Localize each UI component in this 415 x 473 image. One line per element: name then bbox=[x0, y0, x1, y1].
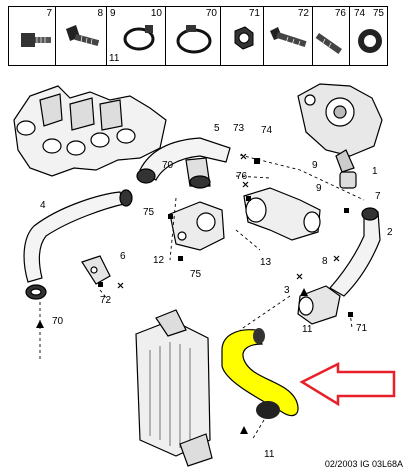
part-number: 8 bbox=[97, 8, 103, 19]
hose-clamp-large-icon bbox=[176, 25, 212, 54]
part-number: 11 bbox=[109, 53, 120, 64]
highlighted-hose-11 bbox=[221, 328, 299, 419]
part-cell-8: 8 bbox=[55, 6, 107, 66]
part-number: 10 bbox=[150, 8, 162, 19]
callout-12: 12 bbox=[153, 255, 165, 266]
part-number: 76 bbox=[334, 8, 346, 19]
throttle-body-12 bbox=[169, 201, 225, 251]
parts-strip: 7 8 10 9 11 bbox=[8, 6, 388, 68]
callout-1: 1 bbox=[372, 166, 378, 177]
part-number: 72 bbox=[297, 8, 309, 19]
part-cell-72: 72 bbox=[263, 6, 313, 66]
gasket-ring-icon bbox=[358, 29, 382, 53]
callout-4: 4 bbox=[40, 200, 46, 211]
callout-11b: 11 bbox=[264, 449, 275, 460]
part-cell-9-10-11: 10 9 11 bbox=[106, 6, 166, 66]
sleeve-1 bbox=[339, 171, 357, 189]
callout-7: 7 bbox=[375, 191, 381, 202]
screw-stud-icon bbox=[21, 33, 51, 47]
callout-13: 13 bbox=[260, 257, 272, 268]
hose-4 bbox=[23, 189, 133, 300]
intercooler bbox=[135, 309, 213, 467]
callout-71: 71 bbox=[356, 323, 368, 334]
callout-8: 8 bbox=[322, 256, 328, 267]
cross-markers bbox=[117, 153, 340, 289]
callout-70b: 70 bbox=[52, 316, 64, 327]
fastener-markers bbox=[36, 158, 353, 434]
long-bolt-icon bbox=[270, 27, 307, 48]
callout-73: 73 bbox=[233, 123, 245, 134]
callout-6: 6 bbox=[120, 251, 126, 262]
hose-clamp-icon bbox=[123, 25, 155, 51]
callout-76: 76 bbox=[236, 171, 248, 182]
callout-75a: 75 bbox=[143, 207, 155, 218]
turbocharger bbox=[297, 83, 383, 173]
flange-bolt-icon bbox=[66, 25, 100, 47]
pipe-2 bbox=[329, 207, 381, 297]
part-number: 71 bbox=[248, 8, 260, 19]
part-number: 75 bbox=[372, 8, 384, 19]
callout-9: 9 bbox=[312, 160, 318, 171]
hose-5 bbox=[136, 137, 231, 189]
intake-manifold bbox=[13, 85, 167, 177]
callout-74: 74 bbox=[261, 125, 273, 136]
part-number: 70 bbox=[205, 8, 217, 19]
connector-3 bbox=[297, 285, 341, 325]
callout-70a: 70 bbox=[162, 160, 174, 171]
indicator-arrow bbox=[299, 361, 396, 407]
part-number: 74 bbox=[354, 8, 366, 19]
part-cell-74-75: 74 75 bbox=[349, 6, 388, 66]
callout-2: 2 bbox=[387, 227, 393, 238]
callout-3: 3 bbox=[284, 285, 290, 296]
callout-75b: 75 bbox=[190, 269, 202, 280]
part-number: 7 bbox=[46, 8, 52, 19]
threaded-stud-icon bbox=[315, 33, 342, 54]
drawing-reference: 02/2003 IG 03L68A bbox=[324, 459, 403, 469]
callout-5: 5 bbox=[214, 123, 220, 134]
pipe-13 bbox=[243, 187, 321, 241]
part-cell-71: 71 bbox=[220, 6, 264, 66]
callout-72: 72 bbox=[100, 295, 112, 306]
part-cell-7: 7 bbox=[8, 6, 56, 66]
bracket-6 bbox=[81, 255, 111, 285]
hex-nut-icon bbox=[234, 26, 254, 50]
part-cell-76: 76 bbox=[312, 6, 350, 66]
part-number: 9 bbox=[110, 8, 116, 19]
callout-11a: 11 bbox=[302, 324, 313, 335]
callout-9b: 9 bbox=[316, 183, 322, 194]
